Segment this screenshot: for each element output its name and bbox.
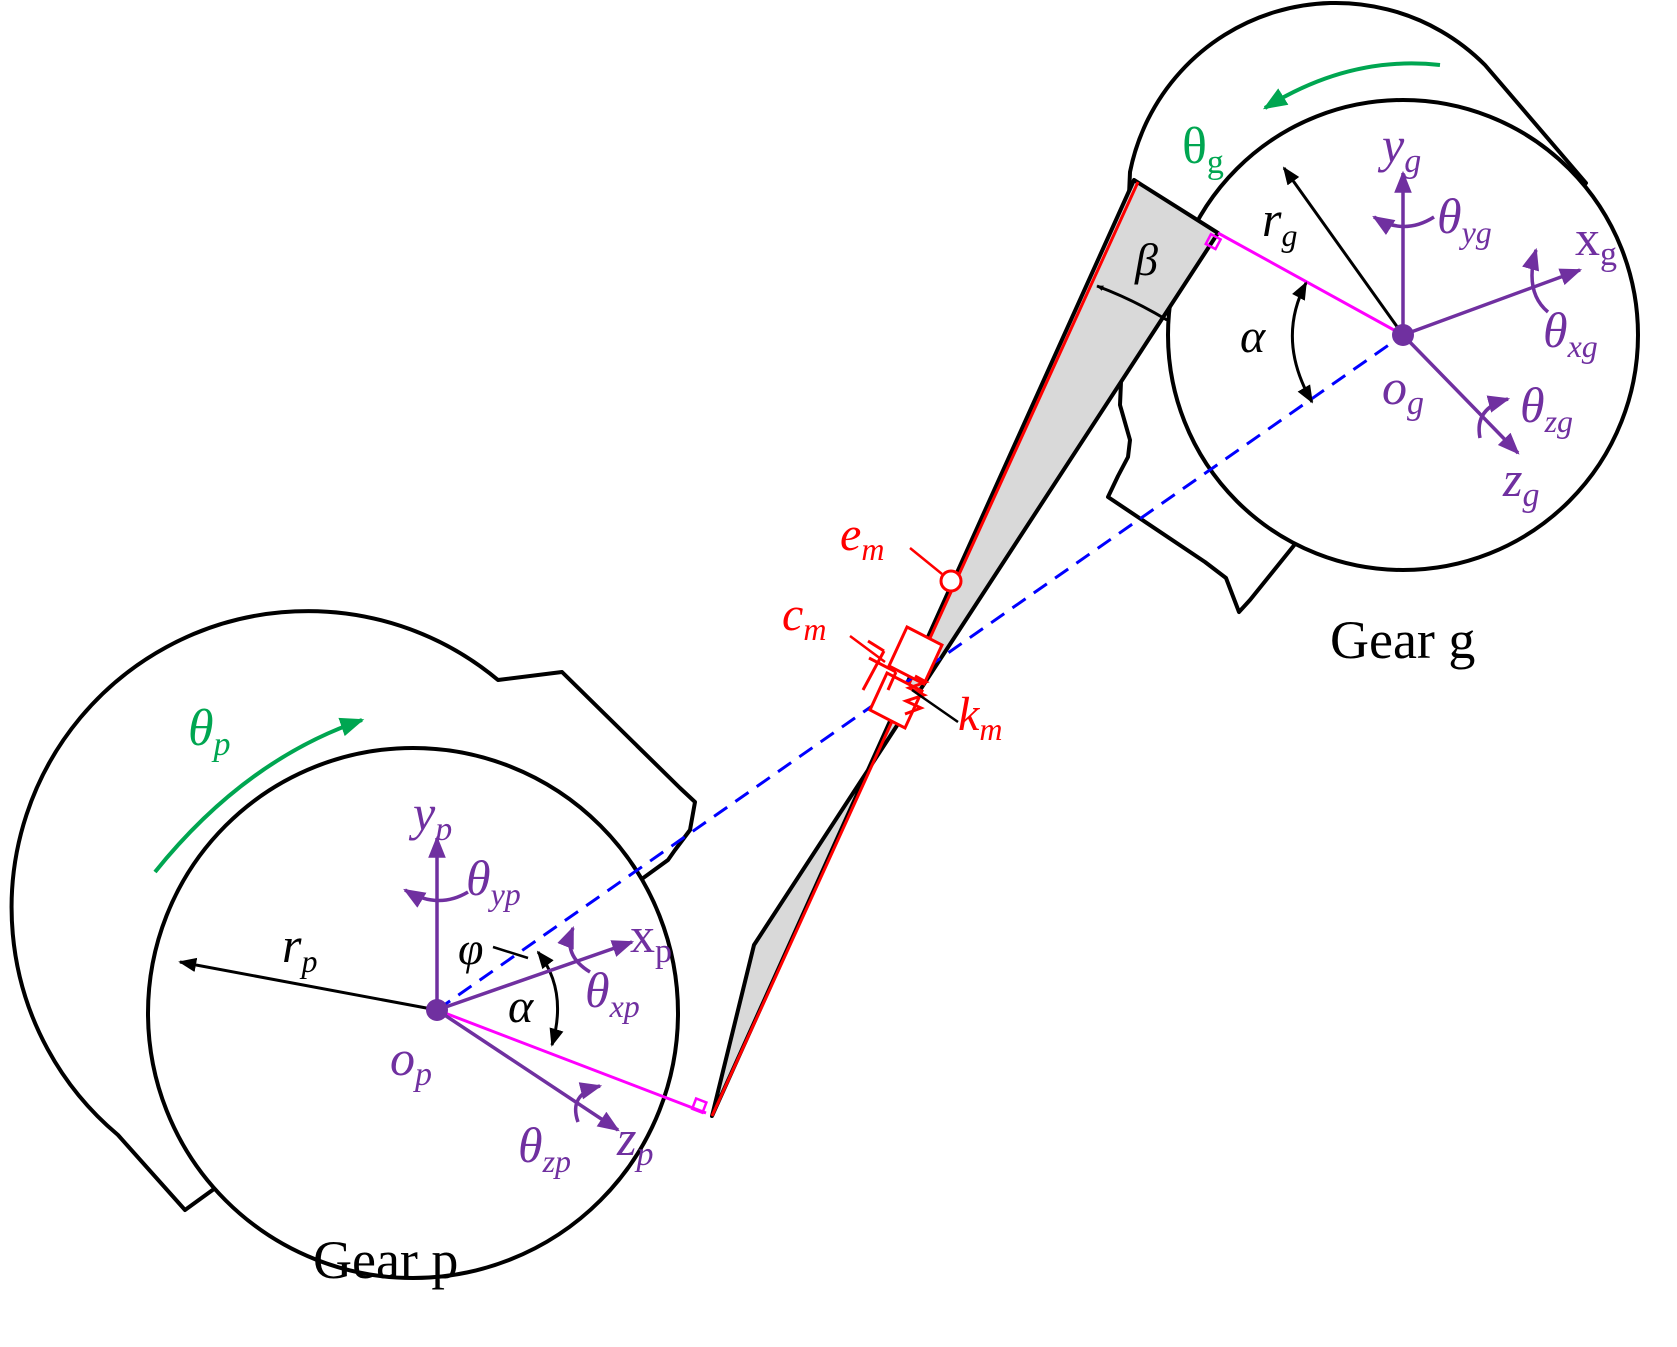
gear-p-z-label: zp xyxy=(616,1110,653,1173)
gear-g-y-label: yg xyxy=(1377,117,1421,180)
gear-g-name: Gear g xyxy=(1330,610,1475,670)
gear-p-origin-dot xyxy=(426,999,448,1021)
gear-p-radius-label: rp xyxy=(282,917,317,979)
error-leader xyxy=(909,547,943,575)
damping-leader xyxy=(849,634,886,664)
gear-g-rotation-arrow xyxy=(1262,61,1441,110)
damping-label: cm xyxy=(782,588,826,647)
gear-p-x-axis xyxy=(436,940,635,1012)
beta-label: β xyxy=(1134,234,1158,285)
gear-g-z-axis xyxy=(1401,333,1520,455)
gear-g-alpha-arc xyxy=(1290,281,1314,404)
gear-p-alpha-arc xyxy=(536,950,564,1047)
gear-p-phi-label: φ xyxy=(458,923,483,974)
gear-p-rotation-arrow xyxy=(153,717,365,874)
gear-p-alpha-label: α xyxy=(508,980,534,1033)
mesh-band-fill xyxy=(710,178,1220,1118)
gear-g-theta-x-arrow xyxy=(1522,247,1550,314)
gear-p-pitch-radius xyxy=(178,957,438,1012)
gear-g-right-angle-mark xyxy=(1204,232,1223,251)
gear-p-y-label: yp xyxy=(408,785,452,848)
gear-g-theta-y-arrow xyxy=(1372,215,1435,236)
gear-p-z-axis xyxy=(436,1008,620,1132)
gear-g-radius-label: rg xyxy=(1262,191,1297,253)
mesh-band: β em cm km xyxy=(436,178,1404,1118)
gear-g-alpha-label: α xyxy=(1240,310,1266,363)
gear-p-annotations: θp rp φ α yp θyp xp θxp op θzp zp xyxy=(153,700,709,1179)
gear-p-base-radius xyxy=(436,1008,707,1115)
gear-p-theta-x-label: θxp xyxy=(585,962,640,1024)
gear-g-annotations: θg rg α yg θyg xg θxg og θzg zg xyxy=(1182,61,1617,514)
gear-p-phi-leader xyxy=(492,945,529,960)
gear-g-theta-y-label: θyg xyxy=(1437,188,1492,250)
gear-g-origin-label: og xyxy=(1382,359,1424,422)
gear-p-theta-y-label: θyp xyxy=(466,850,521,912)
gear-p-theta-y-arrow xyxy=(403,888,469,908)
centre-line xyxy=(436,333,1404,1012)
gear-g-x-axis xyxy=(1402,268,1583,337)
gear-g-rotation-label: θg xyxy=(1182,118,1224,181)
gear-g-theta-x-label: θxg xyxy=(1543,302,1598,364)
gear-g-x-label: xg xyxy=(1575,210,1617,273)
gear-p-x-label: xp xyxy=(630,907,672,970)
gear-g-z-label: zg xyxy=(1502,451,1539,514)
gear-p-name: Gear p xyxy=(313,1230,458,1290)
gear-p-rotation-label: θp xyxy=(188,700,231,763)
gear-p-theta-x-arrow xyxy=(557,925,591,974)
gear-g-theta-z-arrow xyxy=(1477,395,1511,439)
gear-p-theta-z-label: θzp xyxy=(518,1117,571,1179)
gear-p-theta-z-arrow xyxy=(573,1082,603,1123)
beta-angle-arrow xyxy=(1096,284,1168,322)
spring-damper xyxy=(861,624,944,731)
error-label: em xyxy=(840,508,884,567)
gear-g-origin-dot xyxy=(1392,324,1414,346)
gear-p: Gear p xyxy=(9,609,697,1290)
stiffness-leader xyxy=(911,688,959,724)
gear-p-origin-label: op xyxy=(390,1030,432,1093)
gear-g-theta-z-label: θzg xyxy=(1520,377,1573,439)
gear-p-right-angle-mark xyxy=(690,1096,709,1115)
gear-p-face xyxy=(146,746,680,1280)
gear-g-pitch-radius xyxy=(1282,166,1405,336)
error-symbol xyxy=(939,569,963,593)
stiffness-label: km xyxy=(958,688,1002,747)
